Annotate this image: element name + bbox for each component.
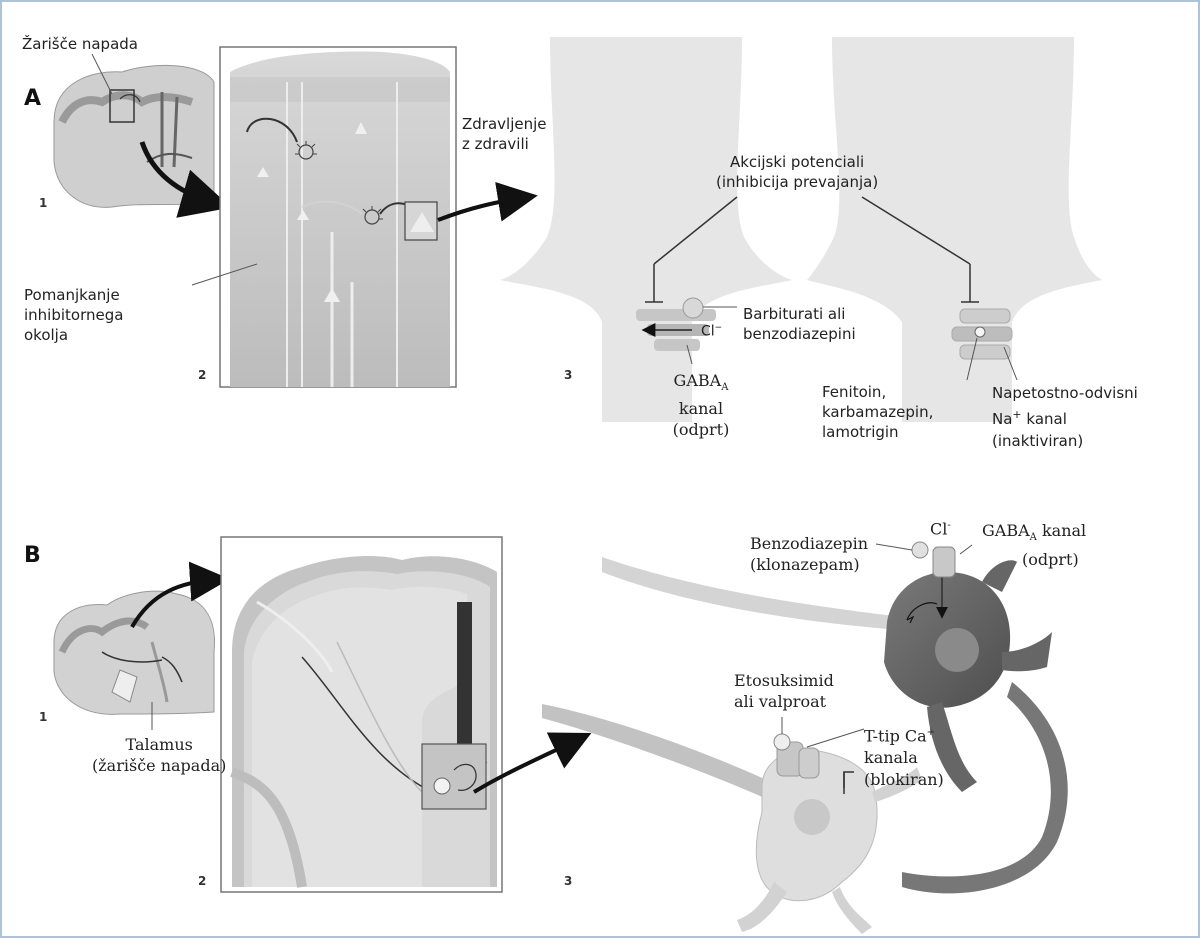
action-potentials-label: Akcijski potenciali (inhibicija prevajan…	[716, 152, 878, 192]
a-step-1: 1	[39, 196, 47, 210]
barbiturates-label: Barbiturati ali benzodiazepini	[743, 304, 856, 344]
b3-axon-lower	[542, 704, 792, 806]
inhibitory-deficit-label: Pomanjkanje inhibitornega okolja	[24, 285, 123, 345]
b-step-2: 2	[198, 874, 206, 888]
thalamus-label: Talamus (žarišče napada)	[92, 734, 226, 776]
seizure-focus-label: Žarišče napada	[22, 34, 138, 54]
chloride-ion-b: Cl-	[930, 515, 951, 539]
a-step-3: 3	[564, 368, 572, 382]
gaba-a-channel-b	[876, 542, 972, 577]
panel-a-letter: A	[24, 86, 41, 111]
a1-brain-slice	[54, 54, 214, 207]
a3-neuron-left	[500, 37, 792, 422]
chloride-ion-a: Cl−	[701, 318, 722, 342]
b-step-1: 1	[39, 710, 47, 724]
benzodiazepine-label: Benzodiazepin (klonazepam)	[750, 533, 868, 575]
a2-magnified-box	[220, 47, 456, 387]
ethosuximide-label: Etosuksimid ali valproat	[734, 670, 834, 712]
gaba-a-channel-b-label: GABAA kanal (odprt)	[982, 520, 1086, 571]
b1-brain-slice	[54, 591, 215, 730]
a3-neuron-right	[807, 37, 1102, 422]
b-step-3: 3	[564, 874, 572, 888]
sodium-blockers-label: Fenitoin, karbamazepin, lamotrigin	[822, 382, 933, 442]
t-type-ca-label: T-tip Ca+ kanala (blokiran)	[864, 722, 944, 791]
gaba-a-channel-label: GABAA kanal (odprt)	[666, 370, 736, 440]
panel-b-letter: B	[24, 543, 41, 568]
drug-treatment-label: Zdravljenje z zdravili	[462, 114, 547, 154]
a-step-2: 2	[198, 368, 206, 382]
na-channel-label: Napetostno-odvisni Na+ kanal (inaktivira…	[992, 382, 1138, 452]
b2-magnified-box	[221, 537, 502, 892]
